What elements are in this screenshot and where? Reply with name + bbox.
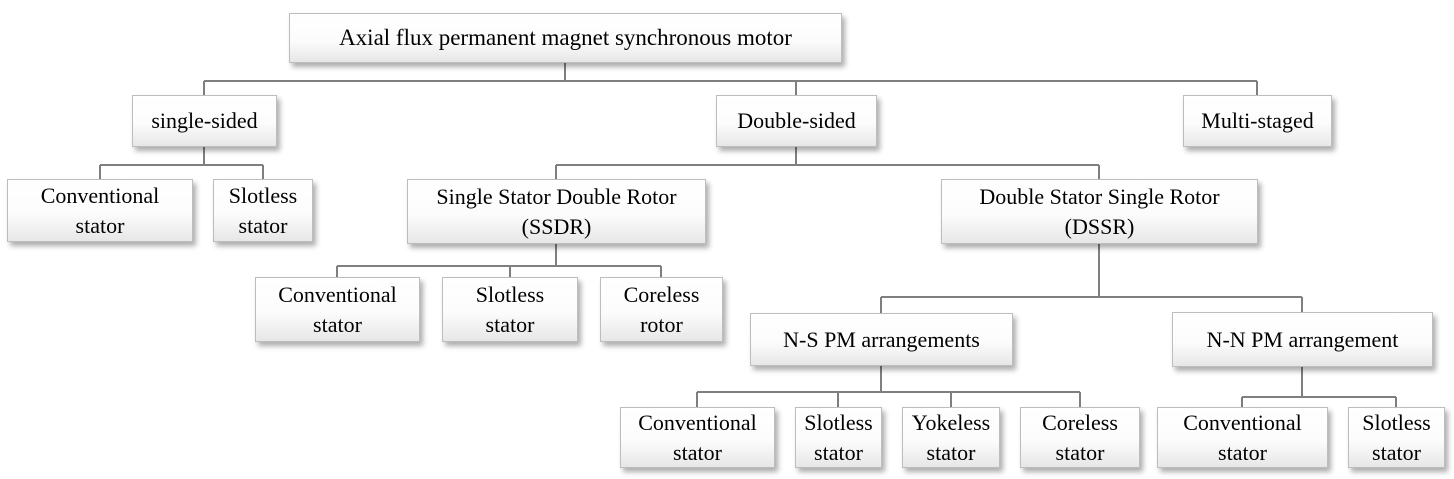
node-label: Coreless bbox=[623, 282, 700, 308]
node-ns-coreless-stator: Coreless stator bbox=[1020, 407, 1140, 468]
node-label: stator bbox=[926, 439, 976, 465]
node-double-sided: Double-sided bbox=[716, 95, 877, 147]
connector-ssdr-children bbox=[336, 244, 662, 277]
node-label: stator bbox=[238, 212, 288, 238]
node-ssdr: Single Stator Double Rotor (SSDR) bbox=[407, 179, 706, 244]
node-nn-pm-arrangement: N-N PM arrangement bbox=[1172, 312, 1433, 367]
connector-single-sided-children bbox=[99, 147, 264, 179]
node-multi-staged: Multi-staged bbox=[1183, 95, 1332, 147]
node-ssdr-conventional-stator: Conventional stator bbox=[255, 277, 420, 342]
node-ns-pm-arrangements: N-S PM arrangements bbox=[750, 313, 1013, 366]
node-label: stator bbox=[673, 439, 722, 465]
node-ns-slotless-stator: Slotless stator bbox=[795, 407, 882, 468]
node-label: stator bbox=[485, 311, 535, 337]
node-label: Conventional bbox=[278, 282, 397, 308]
node-label: N-N PM arrangement bbox=[1206, 326, 1399, 352]
connector-ns-pm-children bbox=[696, 366, 1081, 407]
node-label: stator bbox=[313, 311, 362, 337]
node-label: Slotless bbox=[228, 183, 298, 209]
node-nn-slotless-stator: Slotless stator bbox=[1348, 407, 1445, 468]
node-label: (SSDR) bbox=[521, 213, 592, 239]
node-label: stator bbox=[1218, 439, 1267, 465]
node-label: Slotless bbox=[804, 410, 873, 436]
connector-double-sided-children bbox=[555, 147, 1100, 179]
connector-nn-pm-children bbox=[1241, 367, 1397, 407]
node-label: Double-sided bbox=[737, 108, 856, 134]
node-single-sided: single-sided bbox=[132, 95, 277, 147]
node-root-axial-flux-motor: Axial flux permanent magnet synchronous … bbox=[289, 13, 842, 63]
node-label: stator bbox=[1055, 439, 1105, 465]
node-label: Slotless bbox=[1362, 410, 1431, 436]
node-label: stator bbox=[1372, 439, 1421, 465]
node-nn-conventional-stator: Conventional stator bbox=[1157, 407, 1328, 468]
node-label: Yokeless bbox=[911, 410, 991, 436]
node-label: Slotless bbox=[475, 282, 545, 308]
node-label: Coreless bbox=[1042, 410, 1118, 436]
node-dssr: Double Stator Single Rotor (DSSR) bbox=[941, 179, 1258, 244]
node-label: N-S PM arrangements bbox=[783, 326, 980, 352]
node-label: Conventional bbox=[1183, 410, 1302, 436]
node-ns-conventional-stator: Conventional stator bbox=[620, 407, 775, 468]
node-single-sided-slotless-stator: Slotless stator bbox=[213, 179, 313, 242]
node-label: (DSSR) bbox=[1064, 213, 1135, 239]
node-label: stator bbox=[75, 212, 125, 238]
node-label: stator bbox=[814, 439, 863, 465]
node-label: single-sided bbox=[151, 108, 258, 134]
node-single-sided-conventional-stator: Conventional stator bbox=[7, 179, 193, 242]
node-label: Conventional bbox=[638, 410, 757, 436]
node-label: Multi-staged bbox=[1201, 108, 1314, 134]
node-label: Single Stator Double Rotor bbox=[436, 184, 677, 210]
node-ssdr-slotless-stator: Slotless stator bbox=[442, 277, 578, 342]
node-label: Double Stator Single Rotor bbox=[979, 184, 1220, 210]
node-ns-yokeless-stator: Yokeless stator bbox=[902, 407, 1000, 468]
node-ssdr-coreless-rotor: Coreless rotor bbox=[600, 277, 723, 342]
node-label: Conventional bbox=[40, 183, 160, 209]
connector-root-to-level2 bbox=[203, 62, 1258, 95]
node-label: Axial flux permanent magnet synchronous … bbox=[339, 24, 792, 50]
node-label: rotor bbox=[640, 311, 683, 337]
connector-dssr-children bbox=[880, 244, 1303, 313]
